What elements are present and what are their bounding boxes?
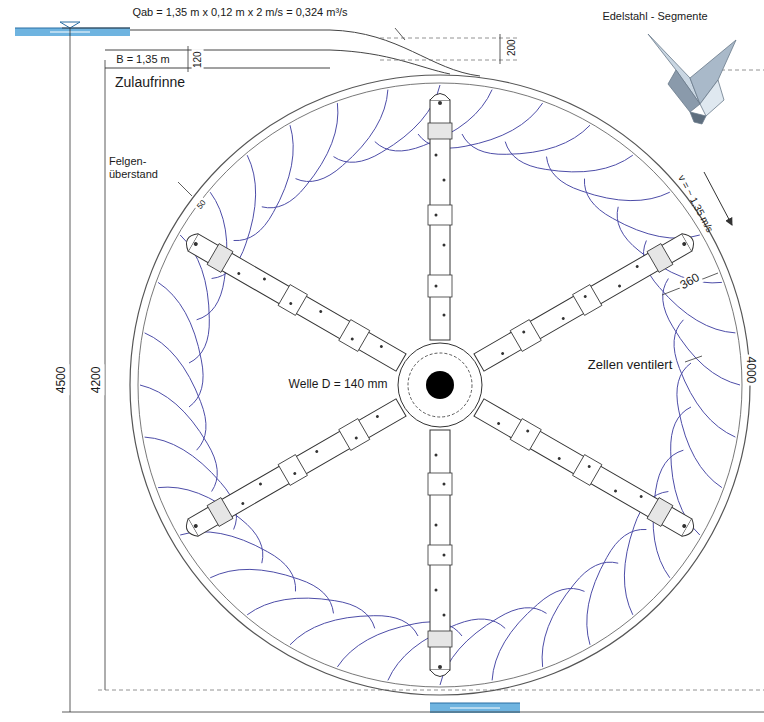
wheel-bucket: [587, 529, 647, 644]
wheel-bucket: [462, 125, 590, 154]
wheel-bucket: [542, 562, 618, 667]
wheel-bucket: [547, 157, 670, 201]
dimension-label: 50: [193, 197, 208, 213]
part-label: Zulaufrinne: [115, 74, 185, 90]
wheel-bucket: [247, 598, 375, 628]
wheel-bucket: [677, 363, 722, 488]
dimension-label: B = 1,35 m: [114, 53, 172, 66]
part-label: Zellen ventilert: [586, 358, 675, 373]
wheel-bucket: [492, 588, 584, 680]
dimension-label: 200: [505, 40, 517, 57]
wheel-bucket: [145, 333, 206, 450]
wheel-bucket: [140, 385, 217, 492]
wheel-bucket: [262, 103, 338, 208]
wheel-bucket: [210, 569, 333, 613]
wheel-bucket: [296, 90, 388, 182]
wheel-bucket: [290, 616, 418, 645]
part-label: Felgen- überstand: [109, 155, 171, 180]
dimension-label: 4200: [90, 365, 104, 396]
wheel-bucket: [334, 85, 441, 162]
dimension-label: 120: [191, 50, 203, 71]
part-label: Welle D = 140 mm: [287, 378, 390, 392]
part-label: Edelstahl - Segmente: [602, 10, 707, 23]
wheel-bucket: [505, 142, 633, 172]
wheel-bucket: [180, 532, 295, 592]
dimension-label: 360: [676, 270, 704, 294]
wheel-bucket: [674, 320, 735, 437]
dimension-label: 4500: [55, 365, 69, 396]
wheel-bucket: [440, 608, 547, 685]
wheel-bucket: [158, 282, 203, 407]
dimension-label: 4000: [743, 355, 757, 386]
wheel-bucket: [234, 125, 294, 240]
flow-formula: Qab = 1,35 m x 0,12 m x 2 m/s = 0,324 m³…: [132, 6, 347, 19]
